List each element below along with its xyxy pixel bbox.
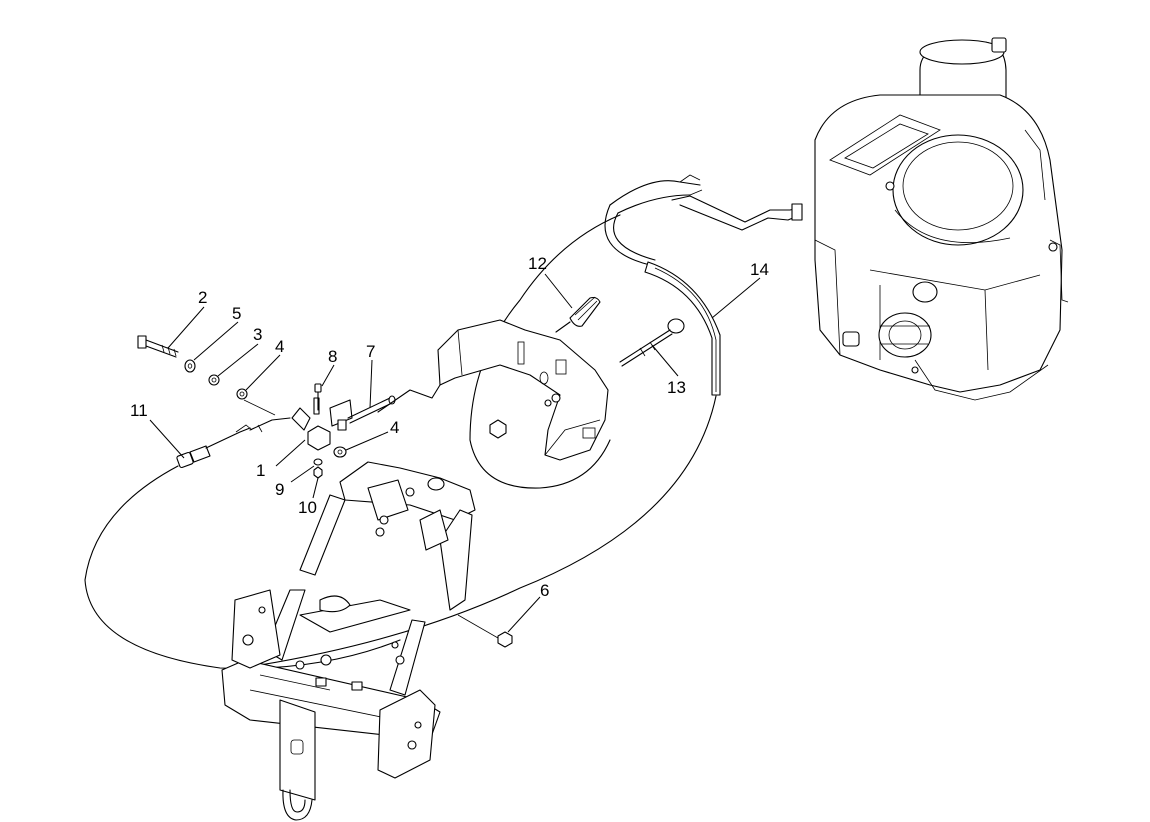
- callout-12: 12: [528, 254, 547, 273]
- cable-end-11: [84, 424, 401, 669]
- callout-4b: 4: [390, 418, 399, 437]
- callout-5: 5: [232, 304, 241, 323]
- nut-6: [497, 631, 513, 648]
- callout-4a: 4: [275, 337, 284, 356]
- washer-4b: [333, 446, 347, 458]
- washer-3: [208, 374, 220, 386]
- washer-9: [313, 458, 323, 466]
- engine: [814, 37, 1069, 401]
- callout-7: 7: [366, 342, 375, 361]
- oil-filler-cap: [878, 312, 932, 358]
- callout-3: 3: [253, 325, 262, 344]
- callout-2: 2: [198, 288, 207, 307]
- rod-13: [619, 318, 685, 367]
- washer-5: [184, 359, 196, 373]
- handle-frame: [221, 461, 476, 821]
- callout-numbers: 1 2 3 4 4 5 6 7 8 9 10 11 12 13 14: [130, 254, 769, 600]
- callout-8: 8: [328, 347, 337, 366]
- control-bracket: [437, 319, 609, 461]
- callout-6: 6: [540, 581, 549, 600]
- cable-14: [259, 174, 721, 666]
- screw-8: [314, 383, 322, 411]
- spacer-7: [329, 395, 396, 431]
- bolt-2: [137, 335, 179, 358]
- callout-13: 13: [667, 378, 686, 397]
- throttle-choke-linkage: [671, 195, 803, 231]
- callout-14: 14: [750, 260, 769, 279]
- callout-10: 10: [298, 498, 317, 517]
- callout-9: 9: [275, 480, 284, 499]
- callout-1: 1: [256, 461, 265, 480]
- lever-1: [249, 397, 331, 451]
- knob-12: [555, 296, 601, 333]
- nut-10: [313, 466, 323, 479]
- leader-lines: [149, 273, 761, 633]
- washer-4: [236, 388, 248, 400]
- callout-11: 11: [130, 401, 148, 420]
